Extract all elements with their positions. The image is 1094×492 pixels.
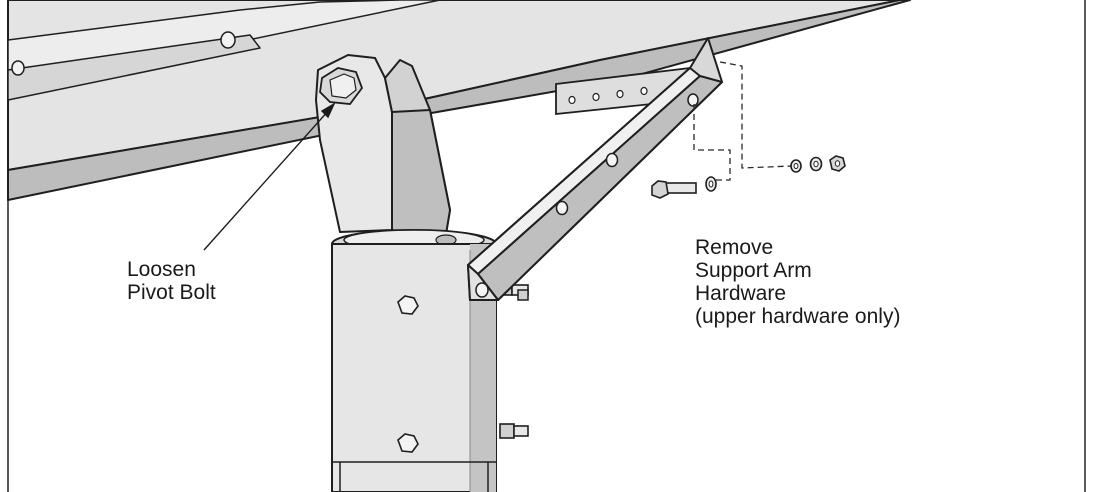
hardware-leader-lines [693, 61, 793, 181]
support-arm-bolts [475, 93, 699, 301]
removed-nut [829, 155, 846, 172]
dish-frame-beam [7, 0, 911, 201]
support-arm-callout-line: Support Arm [695, 259, 812, 282]
pivot-bolt [319, 67, 364, 105]
support-arm-callout: Remove Support Arm Hardware (upper hardw… [695, 236, 900, 328]
pivot-bracket [315, 54, 451, 243]
pivot-callout-line: Pivot Bolt [127, 281, 216, 304]
pivot-callout-line: Loosen [127, 258, 196, 281]
removed-washers [705, 156, 823, 192]
support-arm-callout-line: Hardware [695, 282, 787, 305]
support-arm-callout-line: (upper hardware only) [695, 305, 901, 328]
support-arm-callout-line: Remove [695, 236, 774, 259]
removed-bolt [651, 180, 697, 199]
frame-bolts [11, 31, 236, 76]
pivot-leader-arrow [203, 102, 336, 251]
pivot-bolt-callout: Loosen Pivot Bolt [127, 258, 216, 304]
